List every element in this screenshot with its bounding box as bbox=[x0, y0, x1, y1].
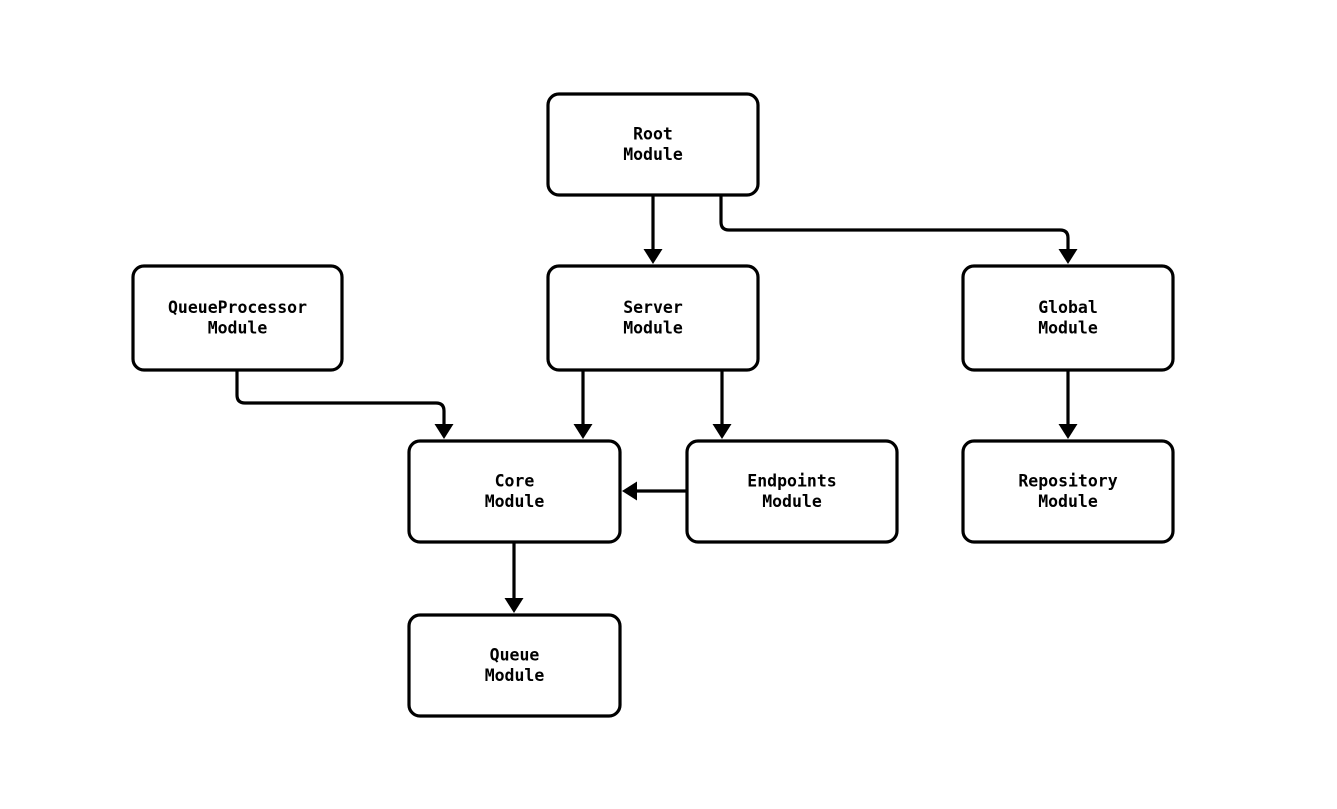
edge-core-to-queue-arrowhead bbox=[504, 598, 524, 613]
edge-root-to-global-line bbox=[719, 195, 1070, 250]
edge-server-to-core-arrowhead bbox=[573, 424, 593, 439]
root-module-node-label-line1: Root bbox=[633, 124, 673, 143]
core-module-node-label-line1: Core bbox=[495, 471, 535, 490]
endpoints-module-node-box[interactable] bbox=[685, 439, 899, 544]
server-module-node-label-line1: Server bbox=[623, 297, 683, 316]
edge-server-to-endpoints bbox=[712, 370, 732, 439]
global-module-node-label-line1: Global bbox=[1038, 297, 1098, 316]
repository-module-node-box[interactable] bbox=[961, 439, 1175, 544]
global-module-node-box[interactable] bbox=[961, 264, 1175, 372]
root-module-node-box[interactable] bbox=[546, 92, 760, 197]
repository-module-node-label-line1: Repository bbox=[1018, 471, 1117, 490]
queueprocessor-module-node-box[interactable] bbox=[131, 264, 344, 372]
queue-module-node-label-line1: Queue bbox=[490, 645, 540, 664]
edge-global-to-repository-arrowhead bbox=[1058, 424, 1078, 439]
edge-root-to-server-arrowhead bbox=[643, 249, 663, 264]
edge-root-to-global-arrowhead bbox=[1058, 249, 1078, 264]
edges-layer bbox=[235, 195, 1078, 613]
edge-endpoints-to-core bbox=[622, 481, 687, 501]
queue-module-node-label-line2: Module bbox=[485, 665, 545, 684]
queueprocessor-module-node-label-line2: Module bbox=[208, 318, 268, 337]
queueprocessor-module-node-label-line1: QueueProcessor bbox=[168, 297, 307, 316]
endpoints-module-node-label-line2: Module bbox=[762, 491, 822, 510]
edge-global-to-repository bbox=[1058, 370, 1078, 439]
root-module-node-label-line2: Module bbox=[623, 144, 683, 163]
global-module-node-label-line2: Module bbox=[1038, 318, 1098, 337]
queue-module-node-box[interactable] bbox=[407, 613, 622, 718]
edge-server-to-core bbox=[573, 370, 593, 439]
edge-root-to-server bbox=[643, 195, 663, 264]
edge-root-to-global bbox=[719, 195, 1078, 264]
edge-core-to-queue bbox=[504, 542, 524, 613]
edge-endpoints-to-core-arrowhead bbox=[622, 481, 637, 501]
server-module-node-label-line2: Module bbox=[623, 318, 683, 337]
endpoints-module-node-label-line1: Endpoints bbox=[747, 471, 836, 490]
edge-server-to-endpoints-arrowhead bbox=[712, 424, 732, 439]
repository-module-node-label-line2: Module bbox=[1038, 491, 1098, 510]
server-module-node-box[interactable] bbox=[546, 264, 760, 372]
core-module-node-label-line2: Module bbox=[485, 491, 545, 510]
core-module-node-box[interactable] bbox=[407, 439, 622, 544]
edge-queueprocessor-to-core-line bbox=[235, 370, 446, 425]
edge-queueprocessor-to-core bbox=[235, 370, 454, 439]
edge-queueprocessor-to-core-arrowhead bbox=[434, 424, 454, 439]
